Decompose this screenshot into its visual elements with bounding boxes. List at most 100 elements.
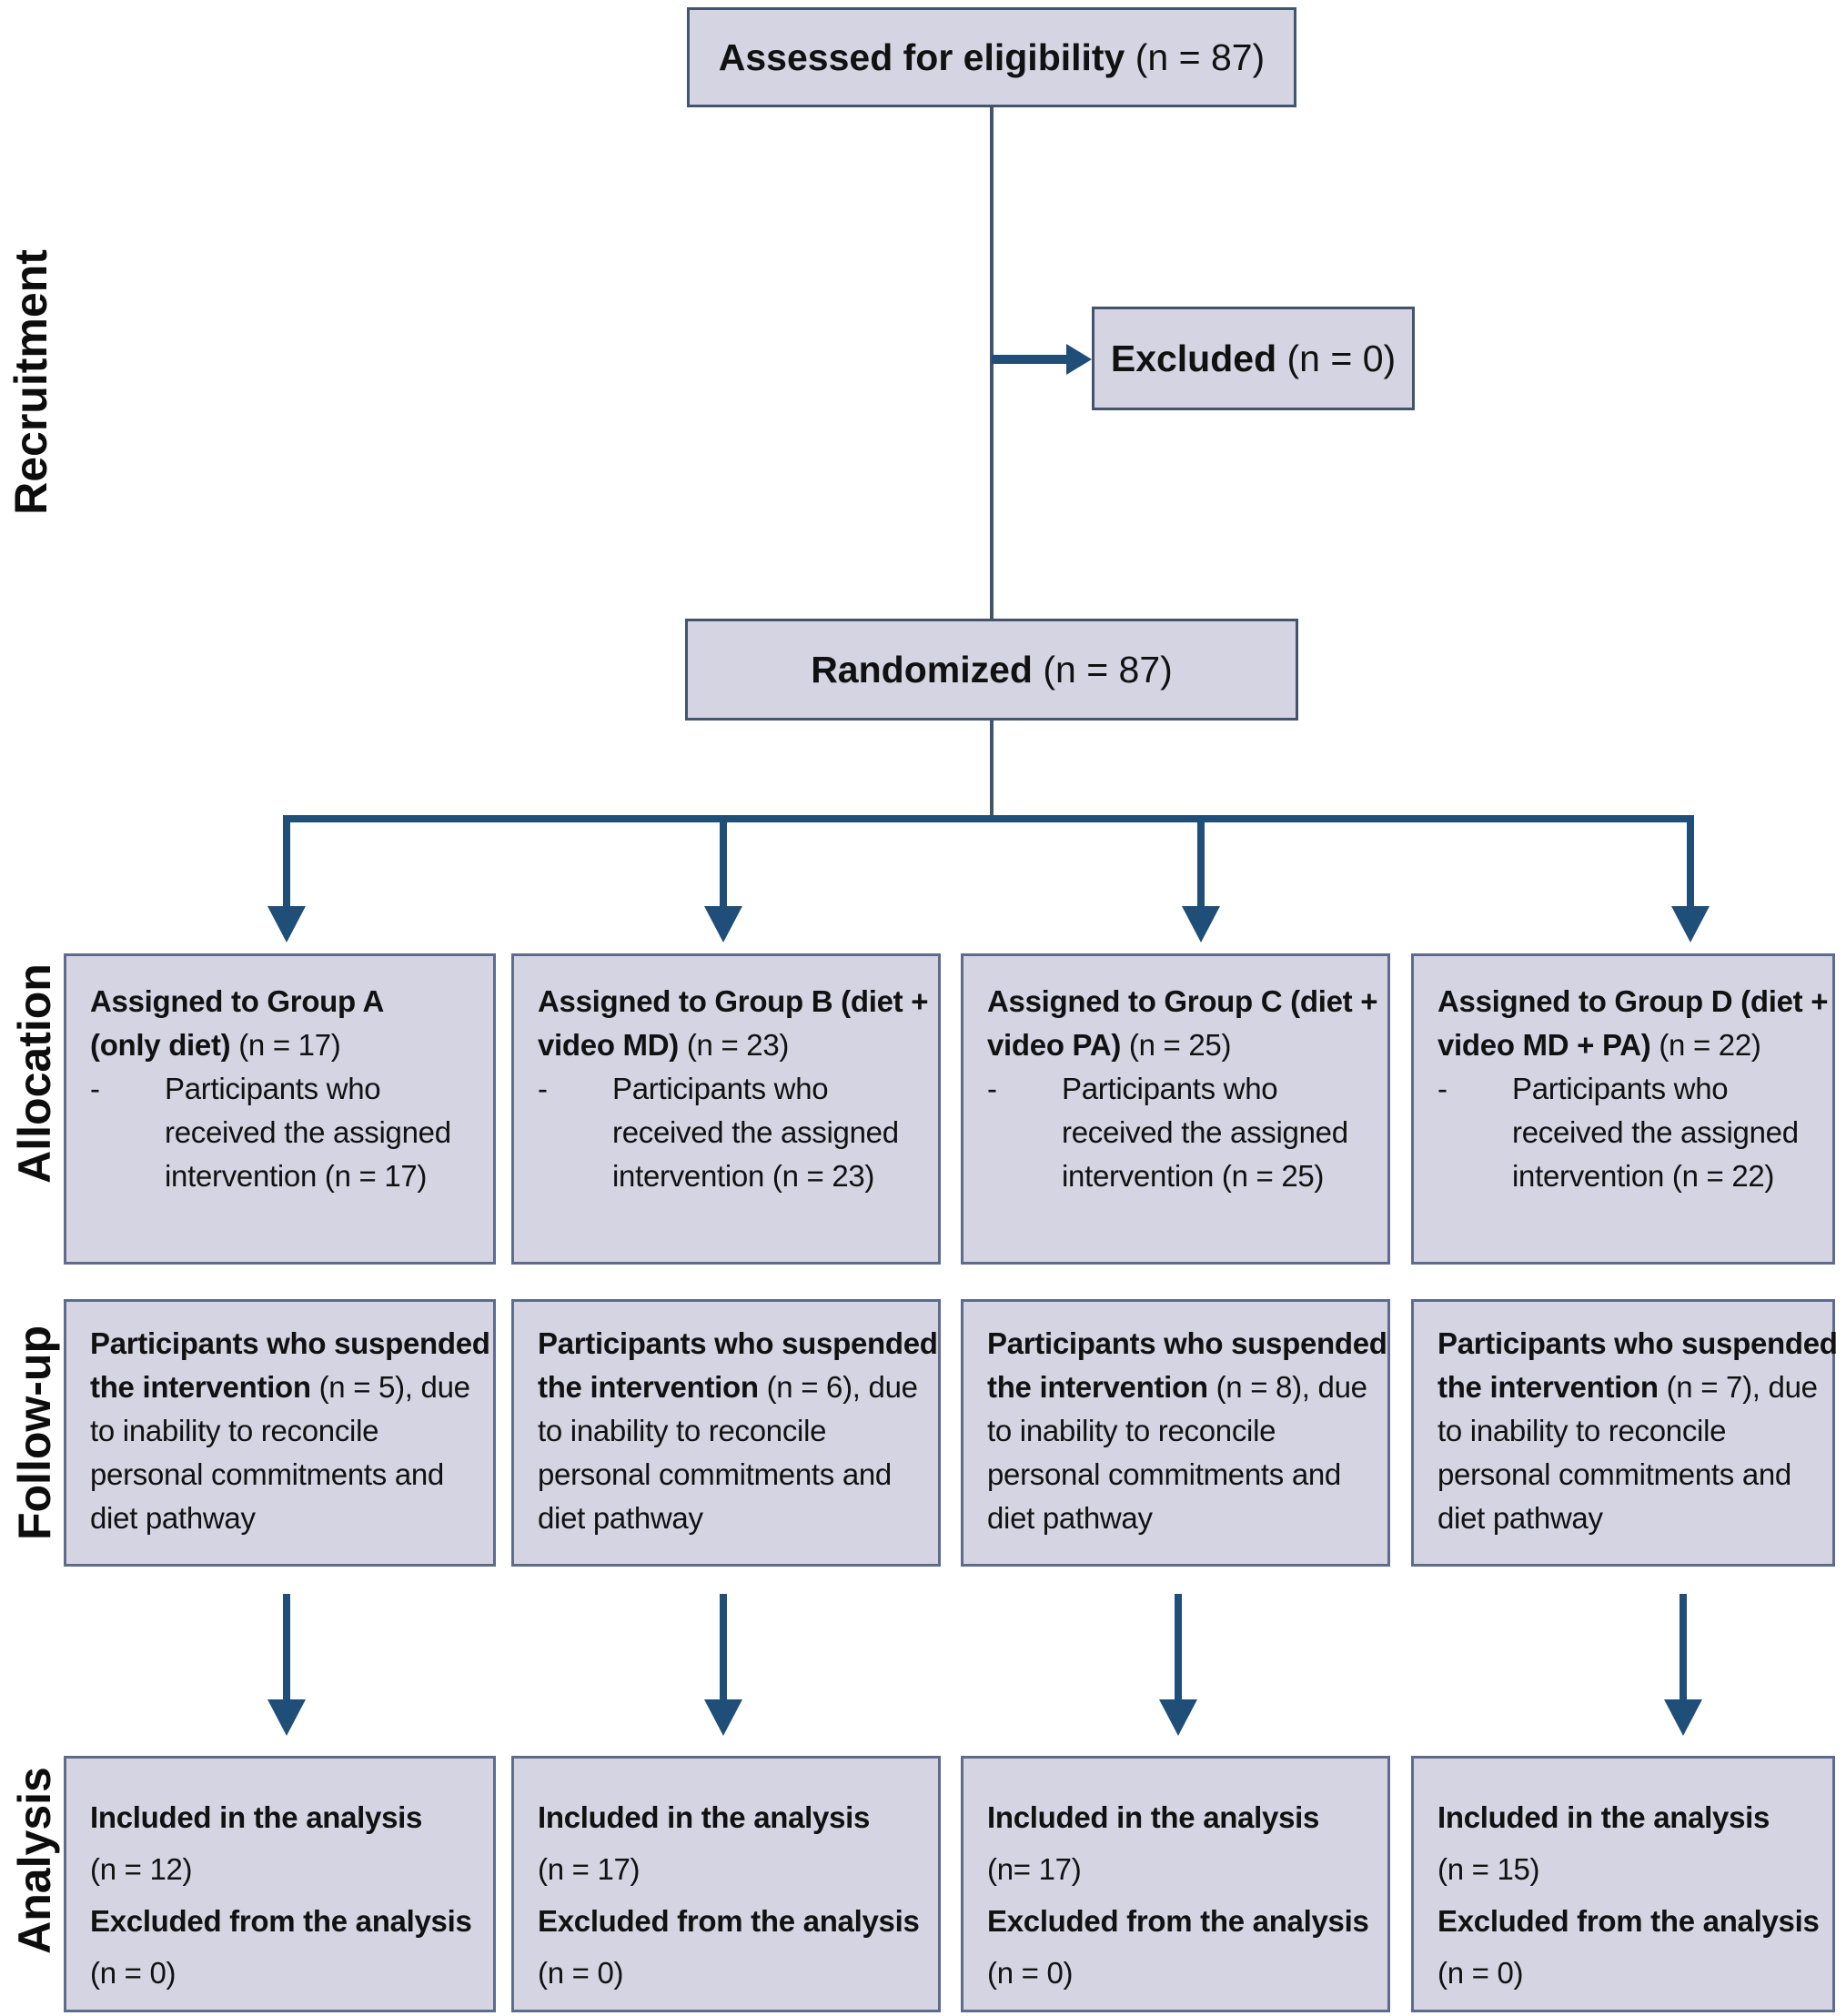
followup-line: diet pathway	[987, 1501, 1153, 1535]
analysis-included-label: Included in the analysis	[1437, 1800, 1770, 1834]
followup-arrowhead-d-icon	[1664, 1699, 1702, 1736]
branch-arrow-shaft-d	[1687, 815, 1694, 908]
followup-arrowhead-b-icon	[704, 1699, 742, 1736]
analysis-included-n: (n = 17)	[538, 1852, 641, 1886]
branch-arrowhead-d-icon	[1671, 906, 1710, 942]
allocation-bullet-line: received the assigned	[1512, 1115, 1799, 1149]
followup-line: Participants who suspended	[538, 1326, 938, 1360]
analysis-excluded-label: Excluded from the analysis	[1437, 1904, 1820, 1938]
analysis-excluded-n: (n = 0)	[90, 1956, 177, 1990]
randomized-n: (n = 87)	[1032, 648, 1173, 690]
allocation-box-group-c: Assigned to Group C (diet + video PA) (n…	[961, 953, 1390, 1265]
excluded-box: Excluded (n = 0)	[1092, 307, 1415, 410]
bullet-dash: -	[987, 1072, 997, 1105]
analysis-included-label: Included in the analysis	[538, 1800, 871, 1834]
allocation-title-line1: Assigned to Group A	[90, 984, 385, 1018]
followup-arrow-shaft-b	[720, 1594, 727, 1701]
connector-excluded-arrow-shaft	[992, 355, 1068, 364]
followup-line-n: (n = 6), due	[758, 1370, 918, 1404]
followup-line-n: (n = 5), due	[310, 1370, 470, 1404]
followup-box-group-b: Participants who suspended the intervent…	[511, 1299, 941, 1567]
analysis-box-group-a: Included in the analysis (n = 12) Exclud…	[64, 1756, 496, 2012]
followup-arrowhead-c-icon	[1159, 1699, 1197, 1736]
analysis-excluded-n: (n = 0)	[1437, 1956, 1524, 1990]
allocation-title-line2-bold: video MD)	[538, 1028, 679, 1062]
allocation-bullet-line: Participants who	[165, 1072, 381, 1105]
analysis-included-n: (n= 17)	[987, 1852, 1082, 1886]
analysis-excluded-label: Excluded from the analysis	[538, 1904, 920, 1938]
excluded-label: Excluded	[1110, 337, 1277, 379]
followup-line: diet pathway	[1437, 1501, 1603, 1535]
allocation-title-line2-n: (n = 25)	[1121, 1028, 1232, 1062]
followup-line: Participants who suspended	[987, 1326, 1387, 1360]
randomized-box: Randomized (n = 87)	[685, 619, 1298, 721]
allocation-bullet-line: intervention (n = 17)	[165, 1159, 428, 1193]
branch-arrowhead-b-icon	[704, 906, 742, 942]
analysis-excluded-n: (n = 0)	[987, 1956, 1074, 1990]
allocation-box-group-b: Assigned to Group B (diet + video MD) (n…	[511, 953, 941, 1265]
followup-line: personal commitments and	[987, 1457, 1341, 1491]
followup-line-bold: the intervention	[538, 1370, 759, 1404]
analysis-included-label: Included in the analysis	[90, 1800, 423, 1834]
followup-line: to inability to reconcile	[90, 1414, 379, 1447]
analysis-excluded-label: Excluded from the analysis	[90, 1904, 472, 1938]
followup-line: personal commitments and	[90, 1457, 444, 1491]
branch-arrow-shaft-c	[1197, 815, 1205, 908]
excluded-n: (n = 0)	[1276, 337, 1397, 379]
phase-label-allocation: Allocation	[9, 963, 60, 1184]
followup-line: personal commitments and	[1437, 1457, 1791, 1491]
followup-line: diet pathway	[90, 1501, 256, 1535]
branch-arrowhead-a-icon	[267, 906, 306, 942]
allocation-title-line1: Assigned to Group B (diet +	[538, 984, 929, 1018]
phase-label-recruitment: Recruitment	[5, 249, 56, 515]
analysis-included-label: Included in the analysis	[987, 1800, 1320, 1834]
followup-line: Participants who suspended	[90, 1326, 490, 1360]
eligibility-n: (n = 87)	[1125, 35, 1266, 78]
analysis-included-n: (n = 12)	[90, 1852, 193, 1886]
followup-arrowhead-a-icon	[267, 1699, 306, 1736]
followup-box-group-a: Participants who suspended the intervent…	[64, 1299, 496, 1567]
allocation-title-line2-n: (n = 23)	[678, 1028, 790, 1062]
allocation-bullet-line: intervention (n = 22)	[1512, 1159, 1775, 1193]
allocation-bullet-line: intervention (n = 25)	[1062, 1159, 1325, 1193]
followup-arrow-shaft-c	[1175, 1594, 1182, 1701]
connector-randomized-to-branch	[990, 721, 994, 817]
followup-line-bold: the intervention	[987, 1370, 1208, 1404]
allocation-bullet-line: Participants who	[1062, 1072, 1278, 1105]
allocation-title-line2-bold: video PA)	[987, 1028, 1122, 1062]
allocation-bullet-line: intervention (n = 23)	[612, 1159, 875, 1193]
eligibility-label: Assessed for eligibility	[718, 35, 1125, 78]
allocation-title-line1: Assigned to Group C (diet +	[987, 984, 1378, 1018]
followup-line-n: (n = 8), due	[1207, 1370, 1367, 1404]
followup-line: personal commitments and	[538, 1457, 892, 1491]
followup-box-group-c: Participants who suspended the intervent…	[961, 1299, 1390, 1567]
followup-line: to inability to reconcile	[987, 1414, 1276, 1447]
eligibility-box: Assessed for eligibility (n = 87)	[687, 7, 1296, 107]
followup-line-bold: the intervention	[1437, 1370, 1659, 1404]
allocation-title-line2-n: (n = 22)	[1650, 1028, 1761, 1062]
analysis-box-group-b: Included in the analysis (n = 17) Exclud…	[511, 1756, 941, 2012]
followup-arrow-shaft-d	[1680, 1594, 1687, 1701]
randomized-label: Randomized	[811, 648, 1033, 690]
followup-line: to inability to reconcile	[538, 1414, 827, 1447]
analysis-box-group-d: Included in the analysis (n = 15) Exclud…	[1411, 1756, 1835, 2012]
branch-line	[283, 815, 1694, 822]
followup-line: to inability to reconcile	[1437, 1414, 1727, 1447]
allocation-box-group-a: Assigned to Group A (only diet) (n = 17)…	[64, 953, 496, 1265]
allocation-title-line1: Assigned to Group D (diet +	[1437, 984, 1829, 1018]
phase-label-followup: Follow-up	[9, 1325, 60, 1541]
analysis-excluded-n: (n = 0)	[538, 1956, 624, 1990]
followup-box-group-d: Participants who suspended the intervent…	[1411, 1299, 1838, 1567]
allocation-bullet-line: received the assigned	[165, 1115, 451, 1149]
allocation-bullet-line: Participants who	[612, 1072, 829, 1105]
allocation-bullet-line: Participants who	[1512, 1072, 1729, 1105]
followup-line-bold: the intervention	[90, 1370, 311, 1404]
allocation-title-line2-bold: (only diet)	[90, 1028, 231, 1062]
bullet-dash: -	[1437, 1072, 1448, 1105]
followup-line: diet pathway	[538, 1501, 703, 1535]
followup-arrow-shaft-a	[283, 1594, 290, 1701]
phase-label-analysis: Analysis	[9, 1767, 60, 1954]
branch-arrow-shaft-a	[283, 815, 290, 908]
bullet-dash: -	[90, 1072, 100, 1105]
